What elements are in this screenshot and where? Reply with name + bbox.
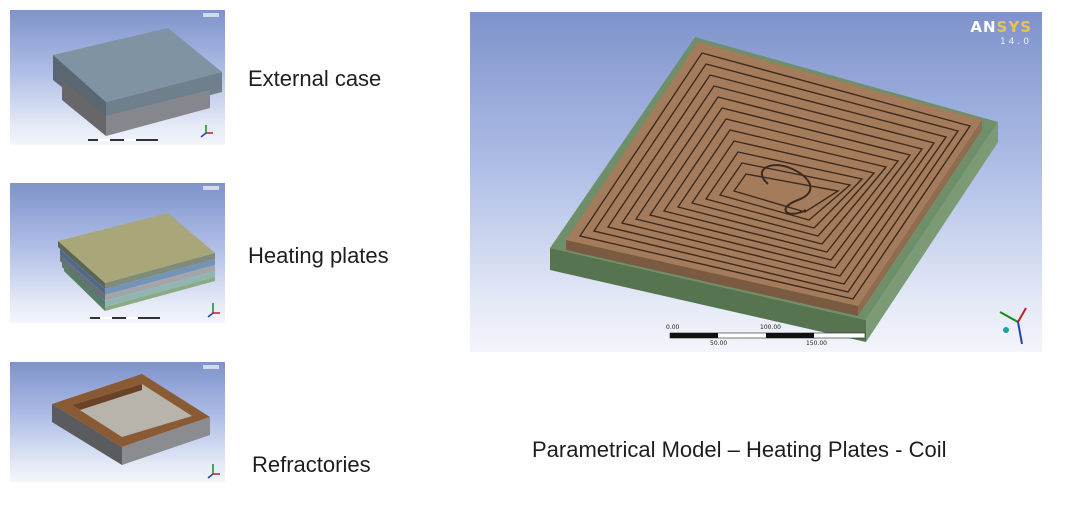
heating-plates-model (58, 213, 220, 319)
scale-label: 50.00 (710, 340, 728, 347)
ansys-logo: ANSYS 14.0 (970, 18, 1032, 47)
caption-heating-plates: Heating plates (248, 243, 389, 268)
viewport-refractories[interactable] (10, 362, 225, 482)
mini-ansys-logo (203, 186, 219, 190)
caption-refractories: Refractories (252, 452, 371, 477)
scale-label: 100.00 (760, 324, 781, 331)
external-case-model (53, 28, 222, 141)
viewport-external-case[interactable] (10, 10, 225, 145)
scale-label: 150.00 (806, 340, 827, 347)
scale-bar (669, 332, 866, 339)
viewport-heating-plates[interactable] (10, 183, 225, 323)
viewport-coil-model[interactable]: ANSYS 14.0 (470, 12, 1042, 352)
mini-ansys-logo (203, 13, 219, 17)
caption-external-case: External case (248, 66, 382, 91)
scale-label: 0.00 (666, 324, 680, 331)
mini-ansys-logo (203, 365, 219, 369)
coil-model (550, 37, 1027, 345)
main-caption: Parametrical Model – Heating Plates - Co… (532, 437, 947, 462)
axis-triad (999, 307, 1027, 345)
refractories-model (52, 374, 220, 479)
